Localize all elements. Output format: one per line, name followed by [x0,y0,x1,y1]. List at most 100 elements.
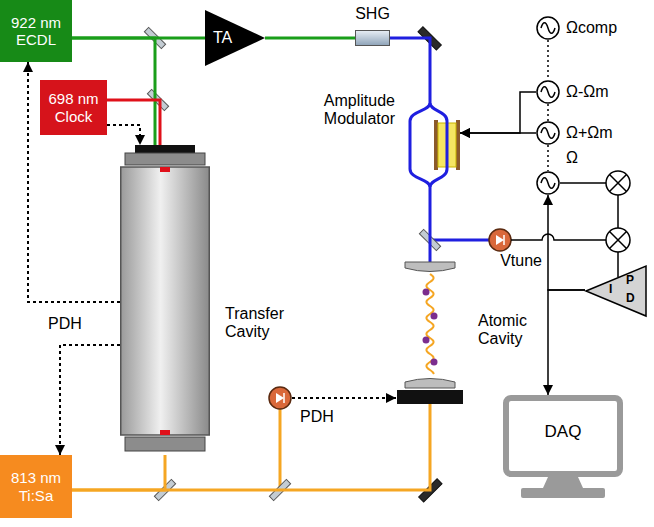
rf-wire [617,195,619,228]
transfer-cavity-part [125,437,205,451]
transfer-cavity: Transfer Cavity [120,145,210,455]
oscillator-source-outline [536,80,560,104]
rf-wire [618,195,619,228]
laser-box: 922 nm ECDL [0,0,72,62]
amplitude-modulator-label: Amplitude Modulator [272,92,395,129]
signal-label: PDH [300,408,334,426]
laser-beam [390,38,430,95]
oscillator-source-part [537,172,559,194]
atomic-cavity-outline [395,262,465,404]
oscillator-source-outline [536,171,560,195]
oscillator-source-label: Ω+Ωm [566,124,613,142]
laser-box-label: 813 nm Ti:Sa [4,469,68,504]
mixer-symbol [606,171,630,195]
transfer-cavity-label: Transfer Cavity [225,305,305,342]
laser-beam [107,100,160,145]
pid-controller-label: D [626,292,635,306]
signal-label: Vtune [480,252,542,270]
orange-pickoff-beam [279,409,282,490]
photodiode [489,229,511,251]
signal-wire [460,92,536,133]
oscillator-source-label: Ω [566,149,578,167]
photodiode [283,393,285,403]
feedback-line [107,125,140,145]
shg-crystal-outline [355,30,390,46]
photodiode [489,229,511,251]
rf-wire [560,182,606,184]
photodiode [269,387,291,409]
oscillator-source-part [541,23,555,34]
oscillator-source: Ωcomp [536,16,560,40]
atomic-cavity-part [397,390,463,404]
atomic-cavity-part [431,359,438,366]
blue-pickoff-beam [430,239,489,242]
atomic-cavity: Atomic Cavity [395,262,465,404]
laser-beam [72,455,165,490]
feedback-line [28,62,120,302]
amplitude-modulator-part [410,95,430,195]
laser-box: 813 nm Ti:Sa [0,455,72,518]
oscillator-source-part [541,178,555,189]
shg-crystal: SHG [355,30,390,46]
oscillator-source: Ω-Ωm [536,80,560,104]
oscillator-source-outline [536,121,560,145]
signal-wire [548,290,585,395]
mixer-symbol [610,175,627,192]
mixer-symbol [610,232,627,249]
feedback-line [60,345,120,455]
amplitude-modulator-part [456,120,460,170]
blue-pickoff-beam [430,240,489,241]
transfer-cavity-part [160,167,170,172]
atomic-cavity-label: Atomic Cavity [478,312,542,349]
daq-computer-part [543,477,583,488]
daq-computer: DAQ [503,395,623,500]
photodiode [503,235,505,245]
laser-box-part [0,455,72,518]
daq-computer-outline [503,395,623,500]
atomic-cavity-part [423,337,430,344]
atomic-cavity-part [431,313,438,320]
amplitude-modulator-part [430,103,447,187]
rf-wire [560,183,606,184]
pid-controller-part [586,266,646,316]
amplifier-triangle: TA [205,10,265,66]
pid-controller-label: I [609,283,612,297]
photodiode [269,387,291,409]
oscillator-source-part [541,128,555,139]
orange-pickoff-beam [280,409,281,490]
amplifier-triangle-part [205,10,265,66]
mixer-symbol [606,228,630,252]
daq-computer-part [521,488,605,498]
daq-computer-part [506,398,620,474]
shg-crystal-part [356,31,390,46]
laser-box-part [0,0,72,62]
rf-wire [511,234,606,240]
pdh-feedback-line [292,397,396,399]
amplitude-modulator-part [434,120,438,170]
amplifier-triangle-label: TA [213,29,232,47]
laser-box-label: 922 nm ECDL [4,14,68,49]
transfer-cavity-part [125,153,205,165]
rf-wire [618,252,619,277]
transfer-cavity-part [121,167,210,435]
oscillator-source-part [537,122,559,144]
laser-box-label: 698 nm Clock [44,90,103,125]
pdh-feedback-line [292,398,396,399]
amplitude-modulator: Amplitude Modulator [400,95,460,195]
oscillator-source-part [537,81,559,103]
feedback-line [547,145,549,171]
atomic-cavity-part [405,379,455,389]
oscillator-source-part [537,17,559,39]
photodiode [276,393,284,403]
mixer-symbol [606,228,630,252]
photodiode [496,235,504,245]
pid-controller: IPD [585,264,647,318]
laser-beam [429,195,432,262]
pid-controller-outline [585,264,647,318]
feedback-line [547,104,549,121]
oscillator-source-part [541,87,555,98]
pid-controller-label: P [626,274,634,288]
rf-wire [511,234,606,240]
